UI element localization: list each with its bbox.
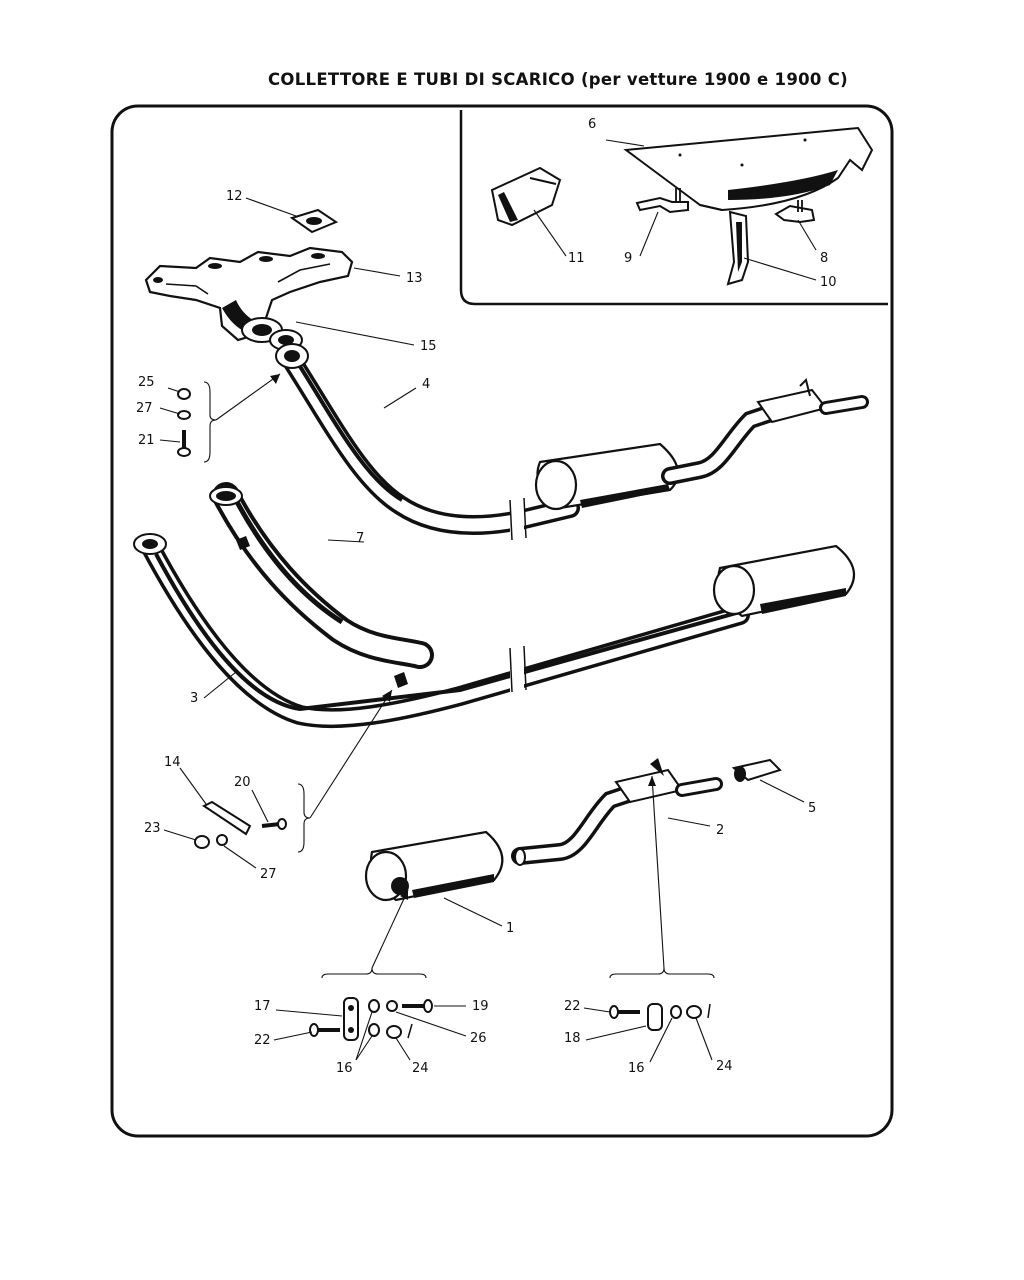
exhaust-manifold-part <box>144 246 354 342</box>
brace-middle <box>297 783 311 853</box>
nut-25 <box>177 388 191 400</box>
label-16-left: 16 <box>336 1061 353 1076</box>
label-26: 26 <box>470 1031 487 1046</box>
brace-bottom-right <box>609 967 715 979</box>
label-22-left: 22 <box>254 1033 271 1048</box>
label-15: 15 <box>420 339 437 354</box>
clamp-plate-18 <box>647 1003 663 1031</box>
bolt-22-left <box>309 1023 340 1037</box>
washer-16-right <box>670 1005 682 1019</box>
washer-27-lower <box>216 834 228 846</box>
washer-16a <box>368 999 380 1013</box>
nut-24-left <box>386 1025 402 1039</box>
nut-24-right <box>686 1005 702 1019</box>
washer-26 <box>386 1000 398 1012</box>
label-6: 6 <box>588 117 596 132</box>
bolt-19 <box>402 999 433 1013</box>
label-9: 9 <box>624 251 632 266</box>
label-2: 2 <box>716 823 724 838</box>
exhaust-pipe-4 <box>275 343 869 541</box>
bolt-20 <box>261 818 287 830</box>
bolt-22-right <box>609 1005 640 1019</box>
label-23: 23 <box>144 821 161 836</box>
brace-bottom-left <box>321 967 427 979</box>
brace-upper <box>203 381 217 463</box>
clip-part-small <box>774 200 816 224</box>
exhaust-pipe-3 <box>133 533 856 729</box>
label-17: 17 <box>254 999 271 1014</box>
muffler-1 <box>364 830 504 902</box>
label-21: 21 <box>138 433 155 448</box>
label-20: 20 <box>234 775 251 790</box>
clamp-plate-17 <box>343 997 359 1041</box>
stud-21 <box>177 430 191 457</box>
nut-23 <box>194 835 210 849</box>
hanger-part <box>726 210 750 286</box>
label-13: 13 <box>406 271 423 286</box>
leader-lines <box>159 139 817 1063</box>
label-22-right: 22 <box>564 999 581 1014</box>
label-12: 12 <box>226 189 243 204</box>
diagram-frame <box>110 104 894 1138</box>
label-5: 5 <box>808 801 816 816</box>
clip-part <box>635 188 689 214</box>
label-3: 3 <box>190 691 198 706</box>
label-10: 10 <box>820 275 837 290</box>
heat-shield-part <box>623 126 874 212</box>
strap-14 <box>202 800 252 836</box>
label-24-left: 24 <box>412 1061 429 1076</box>
tail-tip-5 <box>731 758 782 782</box>
label-16-right: 16 <box>628 1061 645 1076</box>
label-27-upper: 27 <box>136 401 153 416</box>
label-24-right: 24 <box>716 1059 733 1074</box>
exhaust-pipe-7 <box>209 482 434 669</box>
label-1: 1 <box>506 921 514 936</box>
label-8: 8 <box>820 251 828 266</box>
diagram-title: COLLETTORE E TUBI DI SCARICO (per vettur… <box>268 70 848 89</box>
label-27-lower: 27 <box>260 867 277 882</box>
label-7: 7 <box>356 531 364 546</box>
tail-pipe-2 <box>511 758 723 866</box>
inset-box <box>459 110 888 306</box>
label-25: 25 <box>138 375 155 390</box>
washer-27 <box>177 410 191 420</box>
washer-16b <box>368 1023 380 1037</box>
label-4: 4 <box>422 377 430 392</box>
shield-bracket-part <box>490 166 562 227</box>
label-18: 18 <box>564 1031 581 1046</box>
label-11: 11 <box>568 251 585 266</box>
label-14: 14 <box>164 755 181 770</box>
label-19: 19 <box>472 999 489 1014</box>
